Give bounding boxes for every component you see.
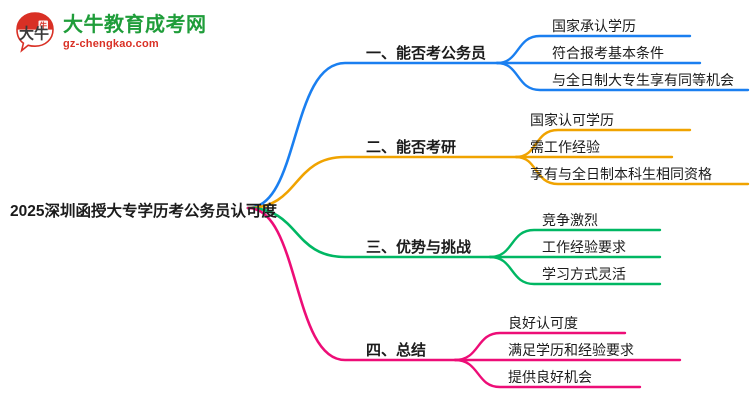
logo-bubble-icon: 牛 大牛 [16,12,54,53]
leaf-node-3-3: 学习方式灵活 [542,266,626,282]
leaf-node-2-2: 需工作经验 [530,139,600,155]
site-logo: 牛 大牛 大牛教育成考网 gz-chengkao.com [14,8,206,56]
leaf-node-4-1: 良好认可度 [508,315,578,331]
logo-text-block: 大牛教育成考网 gz-chengkao.com [63,15,207,50]
branch-trunk-4 [246,206,457,362]
logo-mark-icon: 牛 大牛 [14,11,56,53]
leaf-node-1-3: 与全日制大专生享有同等机会 [552,72,734,88]
svg-text:牛: 牛 [39,20,47,30]
mindmap-root-node: 2025深圳函授大专学历考公务员认可度 [10,203,277,220]
leaf-node-3-2: 工作经验要求 [542,239,626,255]
leaf-node-1-1: 国家承认学历 [552,18,636,34]
leaf-node-3-1: 竞争激烈 [542,212,598,228]
leaf-node-4-2: 满足学历和经验要求 [508,342,634,358]
branch-node-4: 四、总结 [366,342,427,359]
leaf-node-1-2: 符合报考基本条件 [552,45,664,61]
branch-node-1: 一、能否考公务员 [366,45,487,62]
branch-node-2: 二、能否考研 [366,139,457,156]
logo-site-url: gz-chengkao.com [63,37,159,50]
branch-trunk-2 [246,155,518,210]
leaf-node-2-1: 国家认可学历 [530,112,614,128]
leaf-node-2-3: 享有与全日制本科生相同资格 [530,166,712,182]
svg-text:大牛: 大牛 [19,25,49,43]
leaf-node-4-3: 提供良好机会 [508,369,592,385]
logo-site-name: 大牛教育成考网 [63,13,207,36]
branch-edges-4 [246,206,682,389]
branch-node-3: 三、优势与挑战 [366,239,472,256]
